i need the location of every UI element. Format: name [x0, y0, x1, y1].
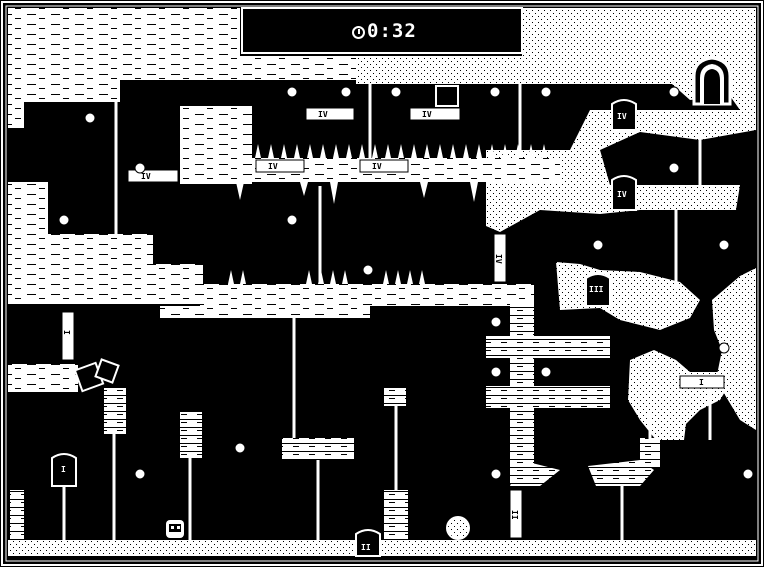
- switch-label: I: [62, 330, 71, 335]
- coin-icon[interactable]: [58, 86, 754, 480]
- floor: [8, 540, 756, 556]
- spool-pillars: [10, 388, 408, 540]
- door-label: IV: [617, 190, 627, 199]
- door-label: II: [361, 543, 371, 552]
- clock-icon: [352, 26, 365, 39]
- spike-icon: [255, 144, 547, 158]
- tile-labels: IV IV IV IV IV IV IV IV III II II I I I: [61, 110, 704, 552]
- switch-label: I: [699, 378, 704, 387]
- ceiling-terrain: [8, 8, 358, 128]
- timer-value: 0:32: [367, 20, 417, 42]
- switch-label: IV: [422, 110, 432, 119]
- sand-terrain-right: [556, 262, 756, 440]
- door-label: III: [589, 285, 604, 294]
- crate-icon[interactable]: [73, 358, 120, 393]
- switch-label: IV: [318, 110, 328, 119]
- switch-label: IV: [268, 162, 278, 171]
- timer: 0:32: [352, 17, 422, 45]
- door-label: IV: [617, 112, 627, 121]
- crate-icon[interactable]: [435, 85, 459, 107]
- spike-icon: [228, 270, 425, 284]
- plank-platforms: [282, 304, 660, 486]
- boulder-icon[interactable]: [446, 516, 470, 540]
- switch-label: IV: [494, 254, 503, 264]
- switch-blocks[interactable]: [61, 107, 725, 539]
- switch-label: IV: [372, 162, 382, 171]
- door-label: I: [61, 465, 66, 474]
- switch-label: II: [510, 510, 519, 520]
- brick-terrain-left: [8, 106, 534, 392]
- switch-label: IV: [141, 172, 151, 181]
- player-icon[interactable]: [166, 520, 184, 538]
- support-poles: [62, 84, 712, 540]
- exit-arch-icon[interactable]: [692, 56, 732, 106]
- door-icon[interactable]: [51, 99, 637, 557]
